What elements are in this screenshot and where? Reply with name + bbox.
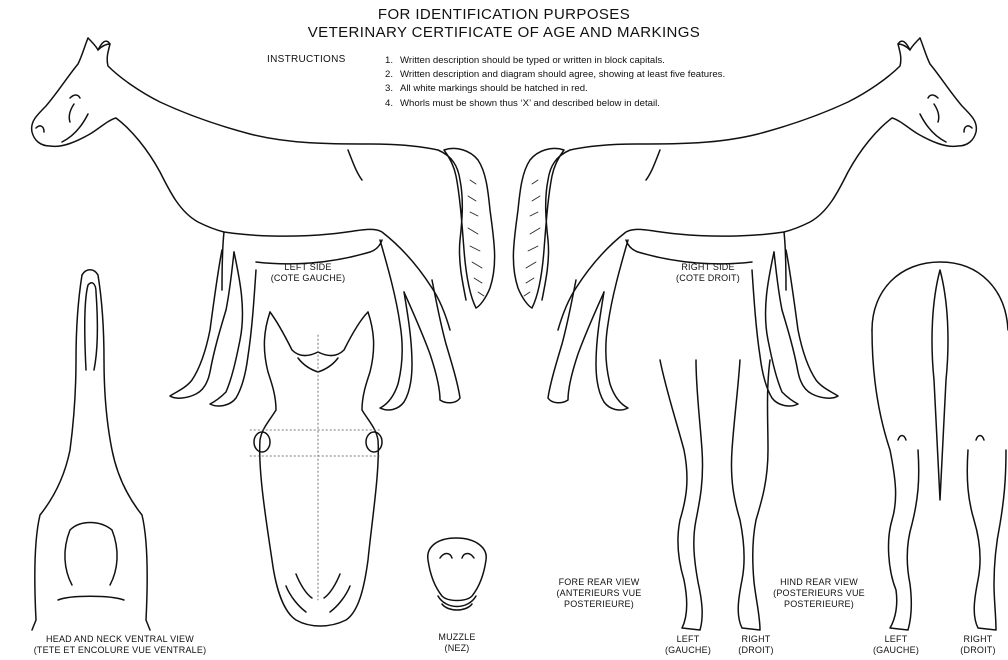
head-neck-ventral-label: HEAD AND NECK VENTRAL VIEW (TETE ET ENCO… [0, 634, 240, 656]
right-side-tail[interactable] [513, 148, 564, 308]
hind-rear-view-label: HIND REAR VIEW (POSTERIEURS VUE POSTERIE… [760, 577, 878, 610]
hind-left-label: LEFT (GAUCHE) [868, 634, 924, 656]
right-side-label: RIGHT SIDE (COTE DROIT) [652, 262, 764, 284]
hind-right-label: RIGHT (DROIT) [950, 634, 1006, 656]
hind-rear-outline[interactable] [872, 262, 1008, 630]
fore-rear-legs-outline[interactable] [660, 360, 770, 630]
fore-right-label: RIGHT (DROIT) [728, 634, 784, 656]
muzzle-outline[interactable] [428, 538, 486, 610]
fore-rear-view-label: FORE REAR VIEW (ANTERIEURS VUE POSTERIEU… [540, 577, 658, 610]
head-neck-ventral-outline[interactable] [32, 270, 150, 630]
fore-left-label: LEFT (GAUCHE) [660, 634, 716, 656]
right-side-horse-outline[interactable] [542, 38, 976, 410]
muzzle-label: MUZZLE (NEZ) [425, 632, 489, 654]
head-front-outline[interactable] [250, 312, 382, 626]
left-side-tail[interactable] [444, 148, 495, 308]
left-side-label: LEFT SIDE (COTE GAUCHE) [252, 262, 364, 284]
